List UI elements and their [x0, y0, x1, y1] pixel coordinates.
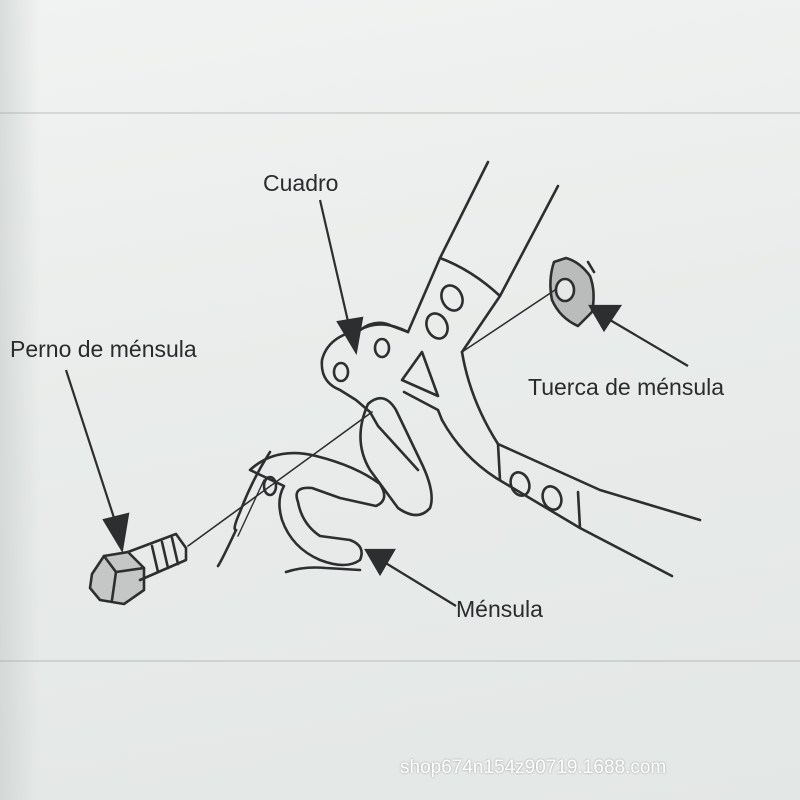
paper-shadow [0, 0, 40, 800]
shop-watermark: shop674n154z90719.1688.com [400, 757, 667, 778]
leader-lines [187, 289, 556, 547]
arrow-mensula [364, 548, 457, 607]
label-tuerca-de-mensula: Tuerca de ménsula [528, 374, 725, 400]
label-perno-de-mensula: Perno de ménsula [10, 336, 197, 362]
bracket-nut [549, 256, 596, 328]
arrow-perno [64, 369, 130, 554]
bracket-part [216, 396, 433, 574]
frame-right-tube [440, 350, 702, 578]
arrow-cuadro [318, 199, 364, 356]
bracket-bolt [88, 532, 188, 606]
paper-fold-top [0, 112, 800, 114]
paper-fold-bottom [0, 660, 800, 662]
arrow-tuerca [588, 304, 689, 367]
frame-upper-tube [406, 160, 560, 354]
label-cuadro: Cuadro [263, 170, 339, 196]
frame-gusset [320, 321, 444, 472]
label-mensula: Ménsula [456, 596, 543, 622]
